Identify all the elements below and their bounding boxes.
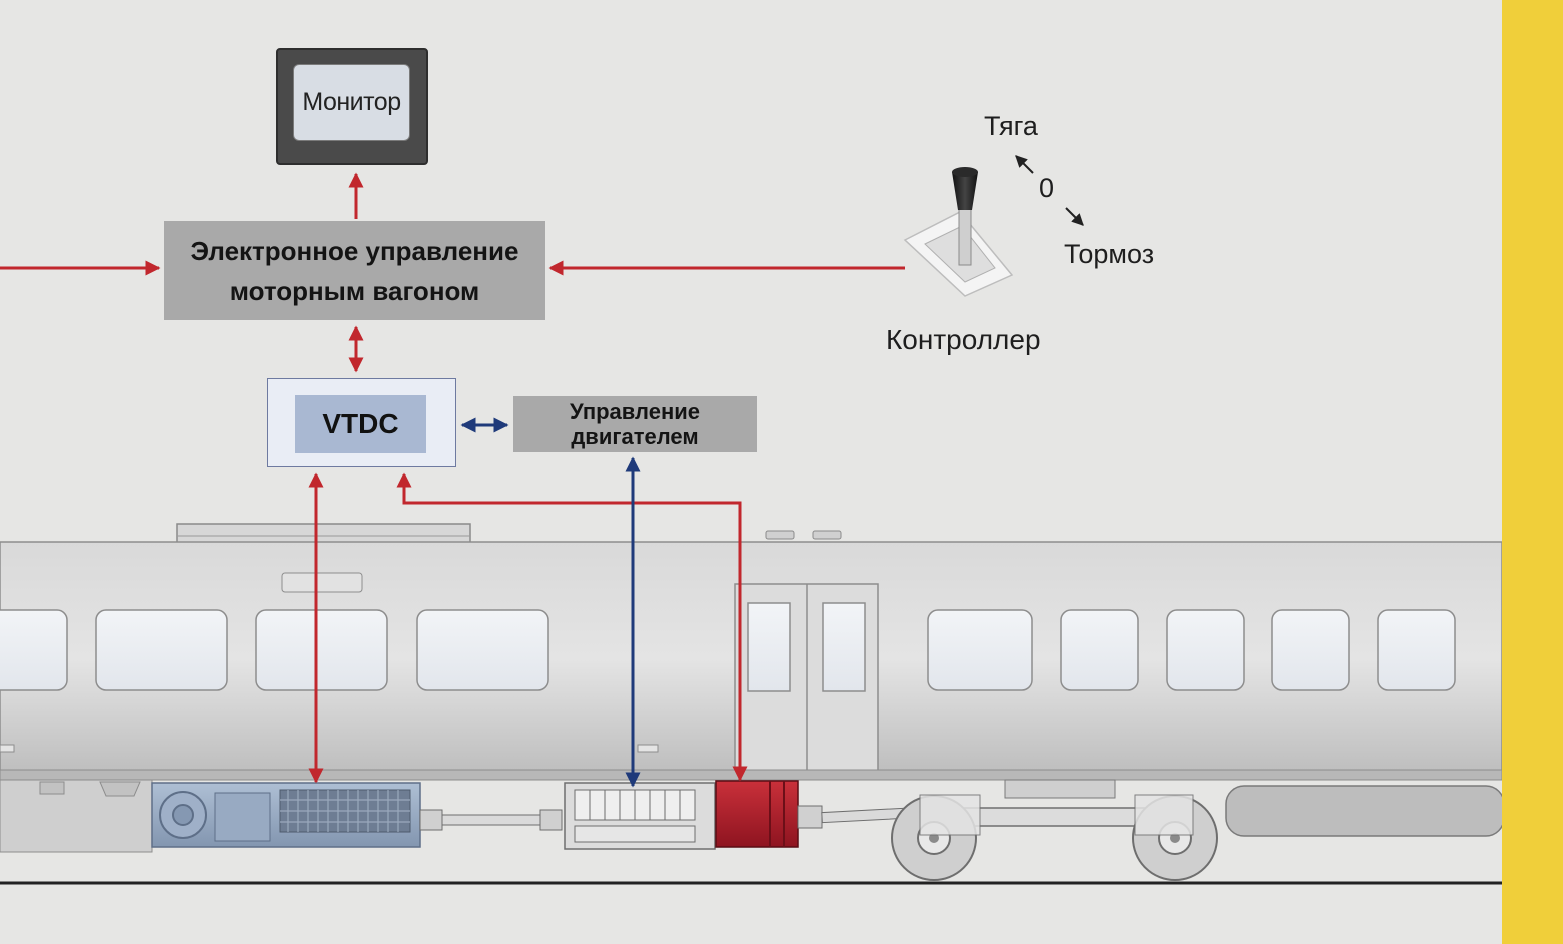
roof-vent: [765, 530, 795, 540]
accent-bar: [1502, 0, 1563, 944]
train-car: [0, 523, 1503, 781]
wheel: [1132, 794, 1218, 881]
underframe-bracket: [99, 781, 141, 797]
car-window: [1271, 609, 1350, 691]
ecu-label: Электронное управление моторным вагоном: [164, 221, 545, 320]
cardan-shaft: [419, 809, 563, 831]
control-signal-arrows: [0, 172, 905, 788]
brake-direction-arrow: [1065, 207, 1084, 226]
motor-vtdc-link-arrow: [396, 472, 748, 782]
side-marker: [637, 744, 659, 753]
bogie: [891, 779, 1218, 881]
car-skirt: [0, 769, 1503, 781]
car-window: [1377, 609, 1456, 691]
car-window: [927, 609, 1033, 691]
brake-label: Тормоз: [1064, 239, 1155, 269]
roof-vent: [812, 530, 842, 540]
underframe-bracket: [39, 781, 65, 795]
monitor-label: Монитор: [293, 64, 410, 141]
car-door: [734, 583, 879, 777]
vtdc-label: VTDC: [295, 395, 426, 453]
bogie-bolster: [1004, 779, 1116, 799]
fuel-tank: [1225, 785, 1505, 837]
wheel: [891, 794, 981, 881]
engine-control-label: Управление двигателем: [513, 396, 757, 452]
underframe: [0, 779, 1505, 881]
controller-label: Контроллер: [886, 324, 1041, 355]
transmission: [564, 782, 716, 850]
car-window: [416, 609, 549, 691]
controller-lever-icon: [903, 167, 1014, 297]
diesel-engine: [151, 782, 421, 848]
traction-direction-arrow: [1015, 155, 1034, 174]
car-window: [255, 609, 388, 691]
neutral-label: 0: [1039, 173, 1055, 203]
car-window: [95, 609, 228, 691]
traction-label: Тяга: [984, 111, 1038, 141]
traction-motor: [715, 780, 799, 848]
car-window: [1166, 609, 1245, 691]
car-window: [0, 609, 68, 691]
car-window: [1060, 609, 1139, 691]
side-marker: [0, 744, 15, 753]
destination-sign: [281, 572, 363, 593]
